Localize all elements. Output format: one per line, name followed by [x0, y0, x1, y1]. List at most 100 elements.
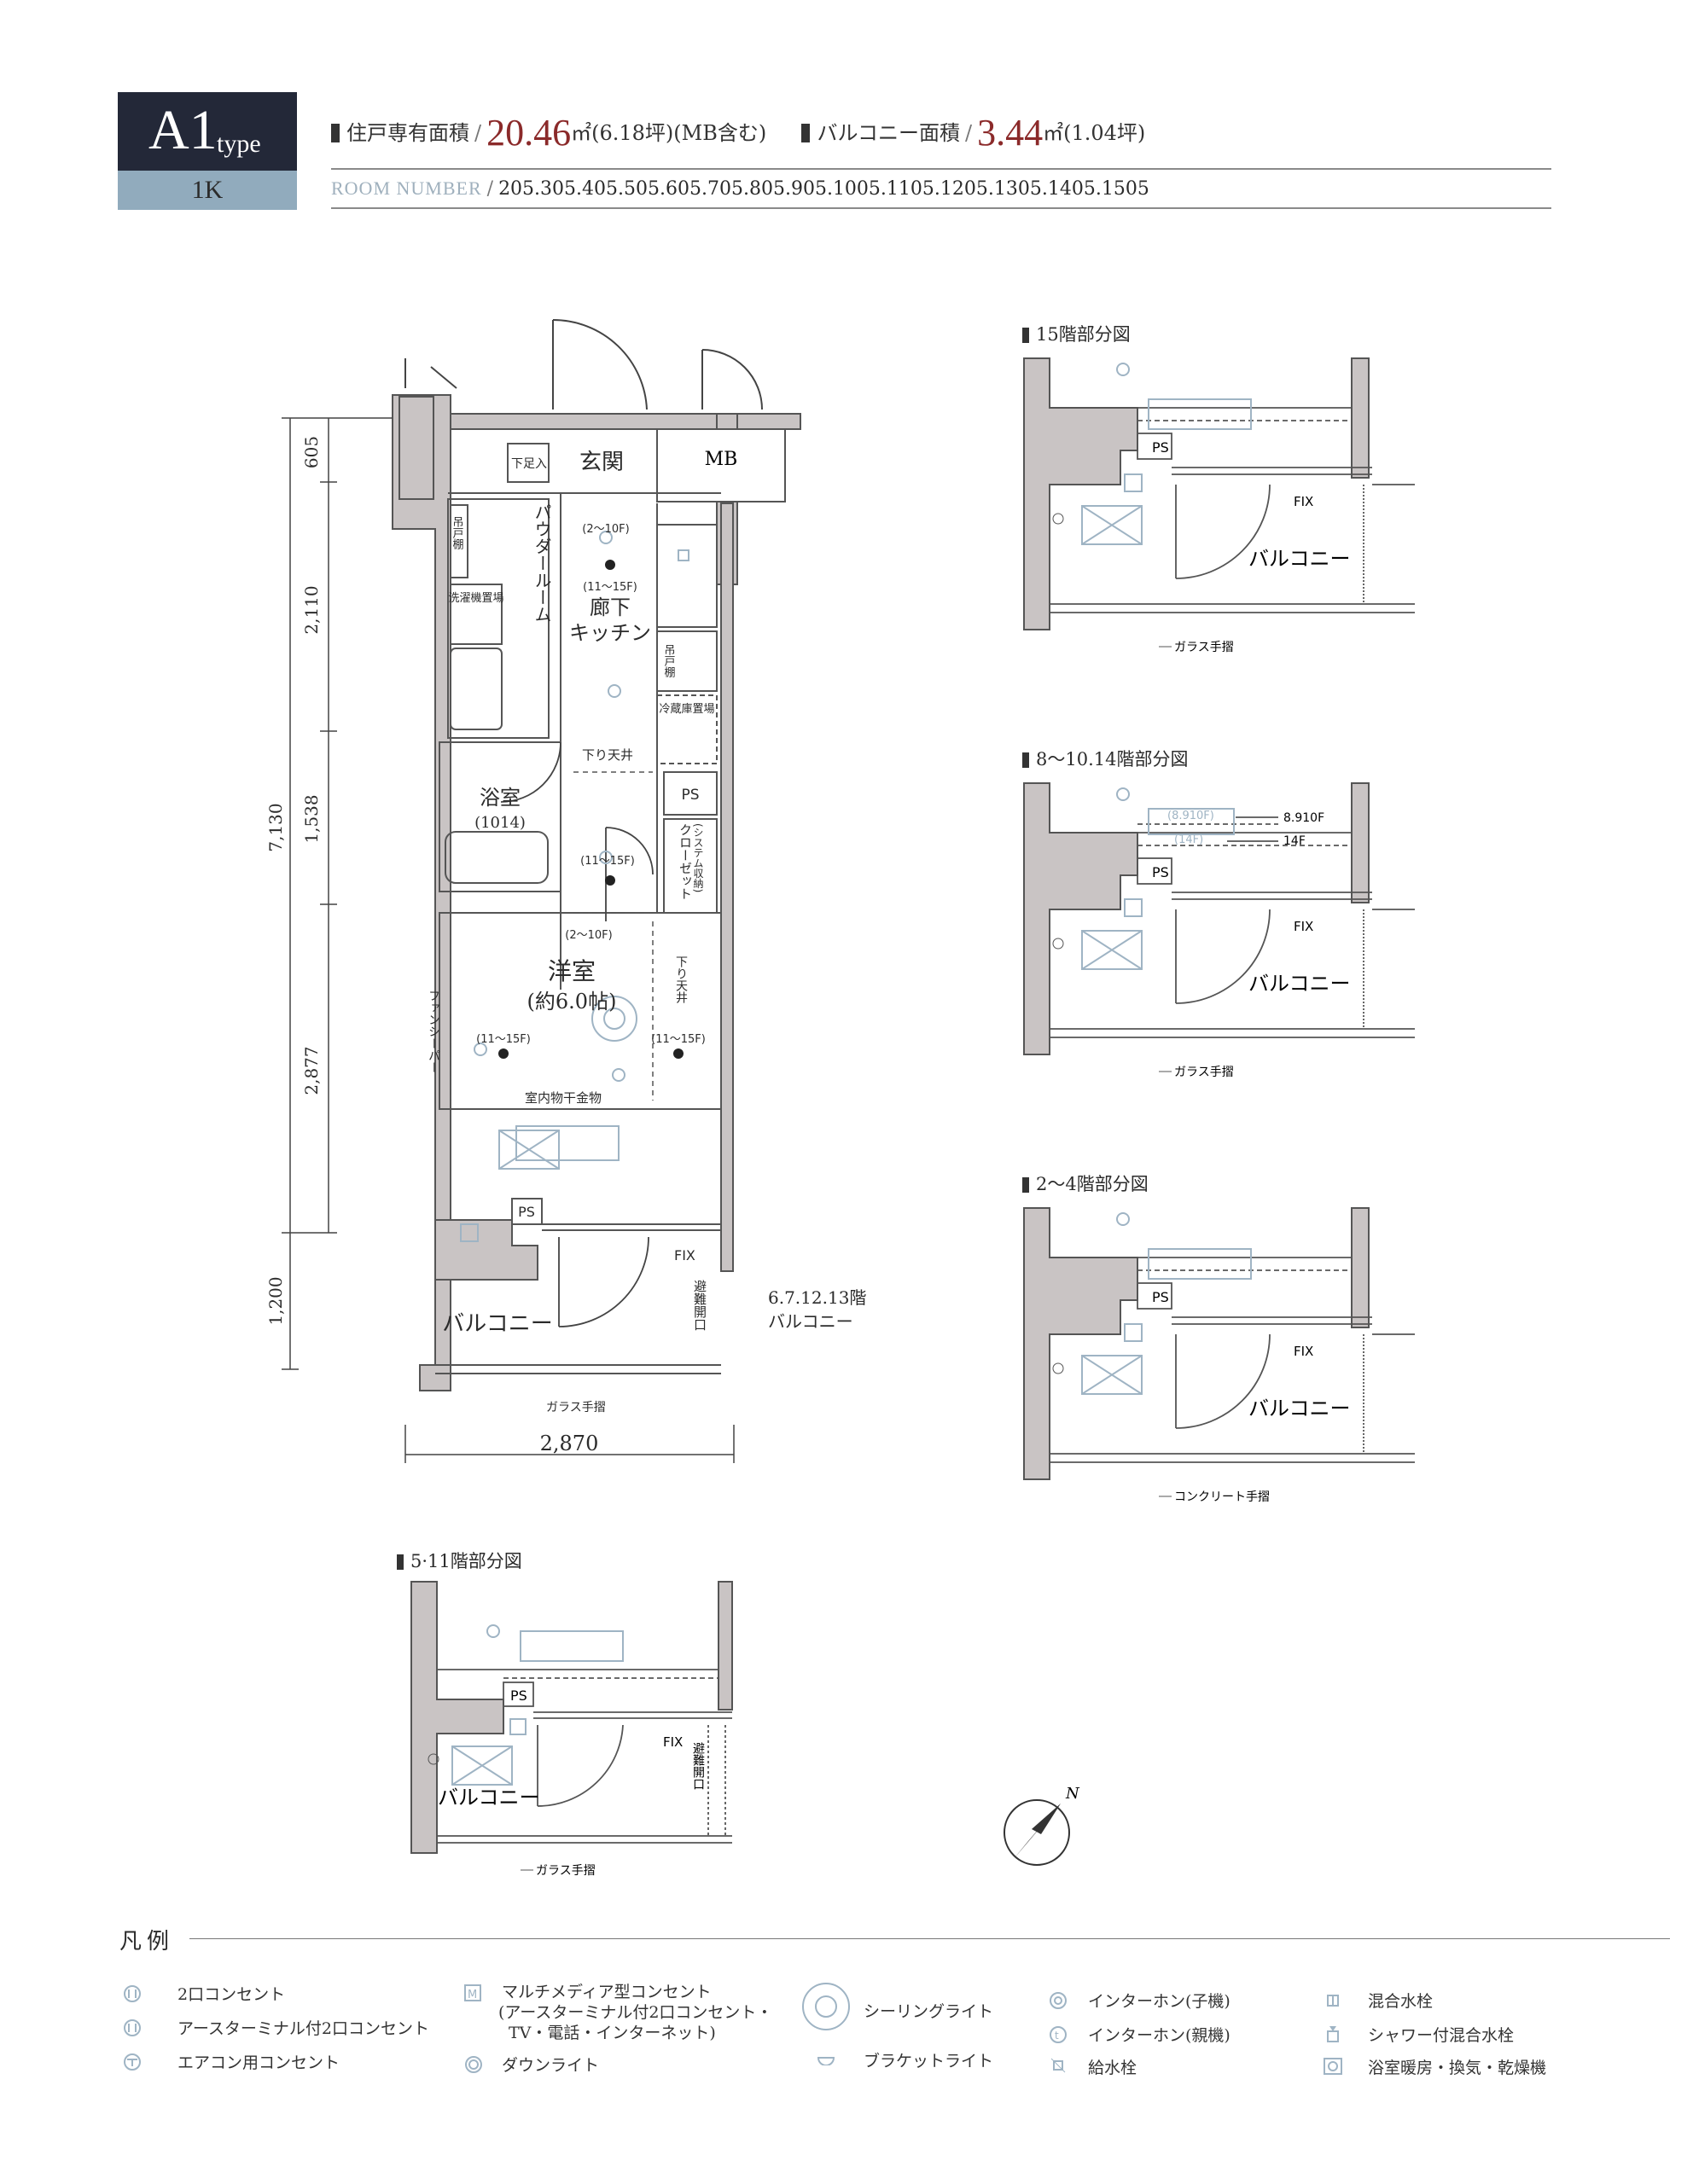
balcony-wall: [434, 1219, 538, 1281]
aircon-icon: [498, 1130, 560, 1170]
water-tap-icon: [460, 1223, 479, 1242]
downlight-icon: [605, 875, 615, 886]
ps-box: [663, 771, 718, 816]
legend-label: ダウンライト: [502, 2056, 600, 2075]
floor-note: 14F: [1283, 834, 1306, 848]
fix-label: FIX: [1294, 1344, 1313, 1359]
room-number-line: ROOM NUMBER/205.305.405.505.605.705.805.…: [331, 177, 1149, 200]
closet-note: (システム収納): [692, 823, 704, 892]
area-spec: 住戸専有面積/20.46㎡(6.18坪)(MB含む) バルコニー面積/3.44㎡…: [331, 111, 1145, 154]
bathroom-box: [439, 741, 561, 892]
fix-label: FIX: [1294, 494, 1313, 509]
dim-1538: 1,538: [301, 794, 322, 843]
ps-label: PS: [1152, 1289, 1169, 1305]
legend-label: インターホン(親機): [1088, 2026, 1230, 2045]
private-area-unit: ㎡(6.18坪)(MB含む): [571, 121, 767, 145]
aircon-outlet-icon: [124, 2053, 141, 2071]
right-wall: [720, 502, 734, 1272]
indoor-dryer-label: 室内物干金物: [525, 1090, 602, 1106]
tsuri-todana-2-label: 吊戸棚: [662, 644, 676, 677]
type-badge: A1 type 1K: [118, 92, 297, 210]
water-tap-icon: [1050, 2058, 1066, 2073]
main-floor-plan: MB: [265, 318, 866, 1463]
dim-2870: 2,870: [540, 1432, 599, 1455]
balcony-label: バルコニー: [442, 1311, 552, 1337]
private-area-value: 20.46: [486, 112, 572, 154]
left-wall-top: [399, 396, 434, 500]
fridge-label: 冷蔵庫置場: [659, 703, 714, 716]
downlight-icon: [605, 560, 615, 570]
washer-label: 洗濯機置場: [448, 592, 503, 605]
balcony-label: バルコニー: [1248, 1397, 1351, 1420]
legend-label: 浴室暖房・換気・乾燥機: [1368, 2059, 1547, 2077]
ps-label: PS: [1152, 864, 1169, 880]
partial-plan-title: 15階部分図: [1022, 321, 1131, 346]
kitchen-label: キッチン: [569, 621, 651, 645]
partial-plan-title: 5·11階部分図: [397, 1548, 522, 1573]
partial-plan-2-4f: PS FIX バルコニー コンクリート手摺: [1023, 1207, 1415, 1504]
room-number-label: ROOM NUMBER: [331, 177, 482, 199]
ceiling-light-icon: [591, 996, 637, 1042]
floor-note: (11〜15F): [580, 855, 635, 868]
western-room-size: (約6.0帖): [527, 990, 617, 1014]
balcony-label: バルコニー: [1248, 972, 1351, 996]
powder-room-label: パウダールーム: [532, 503, 552, 623]
earth-outlet-icon: [124, 2019, 141, 2036]
type-code: A1: [148, 99, 218, 161]
legend-label: エアコン用コンセント: [177, 2053, 340, 2072]
aircon-icon: [498, 1130, 560, 1170]
compass-icon: N: [1004, 1785, 1080, 1866]
room-door: [605, 827, 654, 921]
intercom-child-icon: [1050, 1992, 1067, 2009]
balcony-area-label: バルコニー面積: [817, 121, 961, 145]
legend-title: 凡例: [119, 1929, 175, 1955]
ps-label: PS: [1152, 439, 1169, 456]
legend-label: シャワー付混合水栓: [1368, 2026, 1515, 2045]
floor-note: (11〜15F): [476, 1033, 531, 1046]
dim-2877: 2,877: [301, 1046, 322, 1095]
partial-plan-8-10-14f: (8.910F) (14F) 8.910F 14F PS FIX バルコニー ガ…: [1023, 782, 1415, 1079]
balcony-area-value: 3.44: [977, 112, 1044, 154]
multimedia-outlet-icon: M: [464, 1984, 481, 2001]
legend-label: ブラケットライト: [864, 2052, 994, 2071]
downlight-icon: [608, 684, 621, 698]
downlight-icon: [673, 1048, 684, 1059]
hinan-label: 避難開口: [692, 1280, 707, 1331]
balcony-ps-box: [511, 1198, 543, 1225]
rail-label: ガラス手摺: [536, 1864, 596, 1878]
powder-room-box: [447, 498, 550, 739]
svg-text:M: M: [468, 1989, 477, 2001]
floor-note: (8.910F): [1167, 810, 1214, 822]
tsuri-todana-2-box: [656, 630, 718, 692]
entry-door-swing: [552, 318, 648, 410]
mixing-tap-icon: [678, 549, 689, 561]
legend-label: インターホン(子機): [1088, 1992, 1230, 2011]
legend-label: アースターミナル付2口コンセント: [177, 2019, 429, 2038]
side-balcony-floors: 6.7.12.13階: [768, 1287, 866, 1308]
partial-plan-5-11f: PS FIX バルコニー 避難開口 ガラス手摺: [410, 1581, 733, 1878]
floor-note: (2〜10F): [565, 929, 612, 942]
header-rule: [331, 168, 1551, 170]
ceiling-light-icon: [603, 1008, 625, 1030]
balcony-label: バルコニー: [1248, 547, 1351, 571]
floor-note: (11〜15F): [583, 581, 637, 594]
sagari-tenjo-label: 下り天井: [582, 747, 633, 763]
balcony-door: [558, 1236, 649, 1327]
compass-north-label: N: [1065, 1785, 1080, 1803]
legend-label: 2口コンセント: [177, 1985, 286, 2004]
fridge-space: [656, 694, 718, 764]
basin: [450, 648, 503, 730]
bath-dryer-icon: [1324, 2058, 1342, 2075]
dim-7130: 7,130: [265, 803, 286, 851]
partial-plan-title: 8〜10.14階部分図: [1022, 746, 1188, 771]
mb-label: MB: [705, 449, 738, 470]
outlet-2-icon: [124, 1985, 141, 2002]
partial-plan-title: 2〜4階部分図: [1022, 1170, 1149, 1196]
downlight-icon: [599, 531, 613, 544]
downlight-icon: [612, 1068, 625, 1082]
ps-label: PS: [510, 1687, 527, 1704]
glass-rail-label: ガラス手摺: [546, 1401, 606, 1414]
ceiling-light-icon: [802, 1983, 850, 2030]
legend-label: 混合水栓: [1368, 1992, 1434, 2011]
genkan-label: 玄関: [579, 450, 624, 475]
